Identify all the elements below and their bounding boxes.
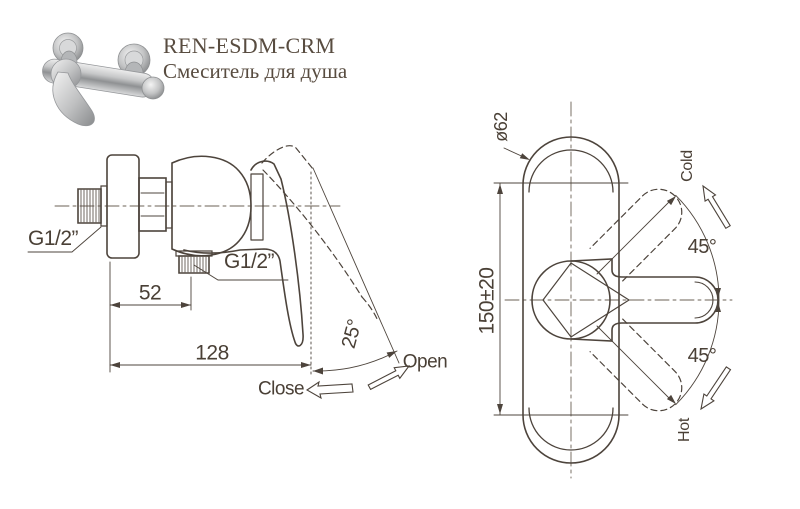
product-model-title: REN-ESDM-CRM: [163, 33, 336, 58]
handle-cone: [542, 262, 631, 338]
label-hot: Hot: [676, 418, 693, 442]
cold-arrow-icon: [702, 184, 731, 230]
label-g12-outlet: G1/2”: [224, 250, 275, 273]
side-view-drawing: [27, 145, 411, 400]
label-angle-45-bottom: 45°: [687, 345, 717, 367]
label-dim-150: 150±20: [475, 267, 499, 335]
label-dia-62: ø62: [491, 112, 511, 142]
wall-plate: [106, 154, 140, 259]
g12-outlet-leader: [193, 264, 289, 281]
label-dim-128: 128: [195, 341, 229, 365]
valve-column: [250, 173, 264, 241]
g12-wall-leader: [27, 226, 102, 253]
dim-52: [109, 261, 192, 373]
label-dim-52: 52: [138, 281, 162, 305]
label-open: Open: [402, 351, 448, 373]
shower-outlet-thread: [175, 250, 213, 274]
dim-128: [109, 362, 312, 368]
angle-25-dimension: [310, 167, 400, 378]
handle-hot-position-dashed: [589, 318, 683, 412]
swing-angle-dimension: [596, 194, 721, 406]
mounting-nut: [138, 177, 173, 232]
product-photo: [42, 32, 165, 127]
top-escutcheon-arc: [528, 149, 614, 193]
handle-lever: [570, 258, 719, 342]
escutcheon-body: [522, 136, 620, 464]
label-close: Close: [257, 378, 305, 400]
close-arrow-icon: [305, 380, 354, 400]
front-view-drawing: [493, 101, 733, 479]
handle-open-dashed: [261, 145, 379, 322]
handle-closed: [183, 160, 304, 347]
handle-cold-position-dashed: [589, 188, 683, 282]
dia-62-leader: [503, 147, 530, 160]
label-cold: Cold: [679, 150, 696, 182]
label-g12-wall: G1/2”: [28, 227, 79, 250]
label-angle-45-top: 45°: [687, 236, 717, 258]
open-arrow-icon: [367, 365, 411, 391]
product-subtitle: Смеситель для душа: [163, 59, 348, 83]
hot-arrow-icon: [700, 366, 732, 411]
bottom-escutcheon-arc: [528, 407, 614, 451]
dim-150: [493, 182, 629, 416]
